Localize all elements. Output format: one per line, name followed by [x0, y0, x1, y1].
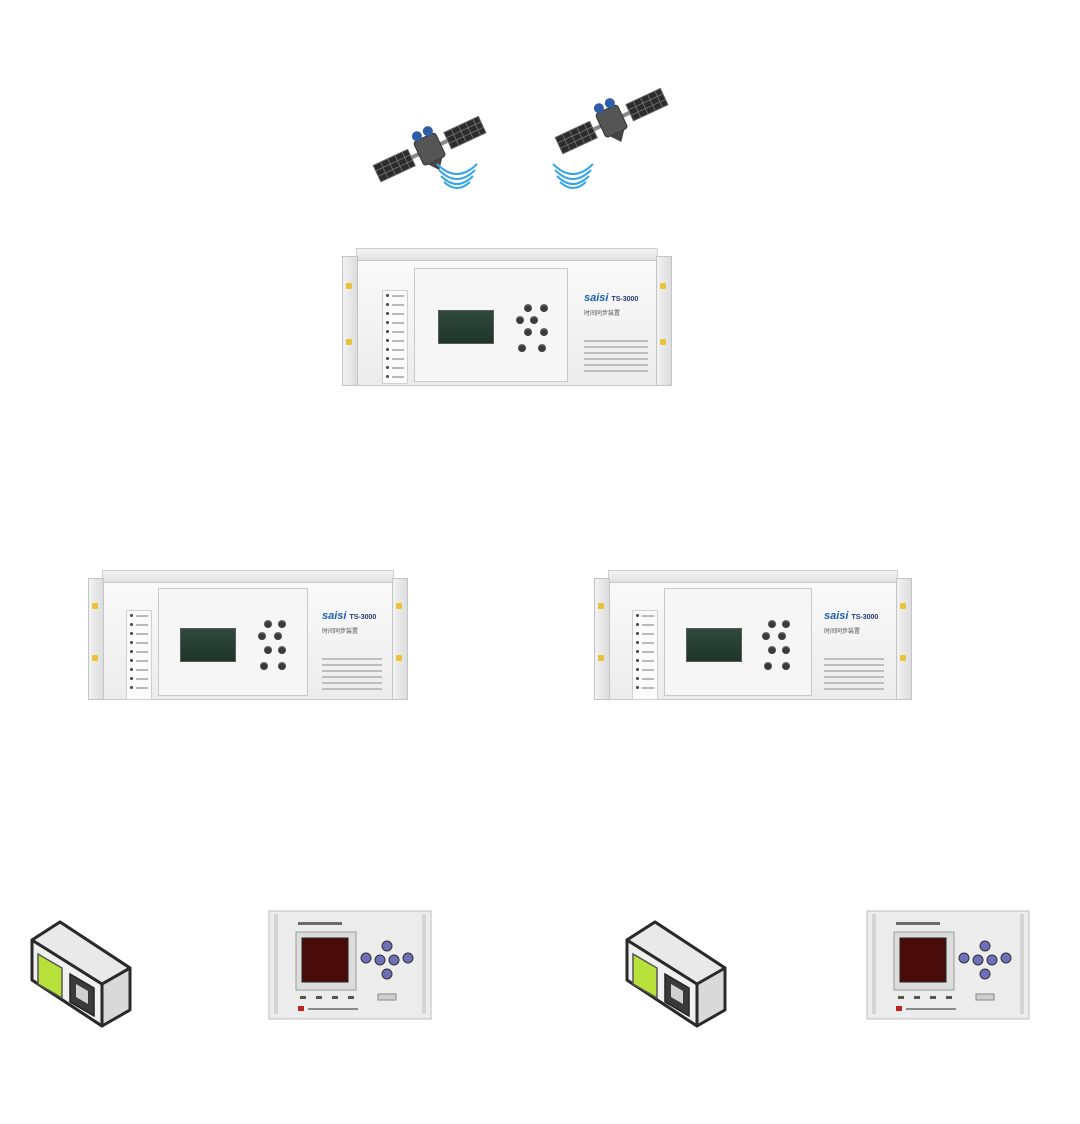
- key-button: [524, 328, 532, 336]
- relay-panel-icon: [268, 910, 432, 1020]
- rack-ear-left: [594, 578, 610, 700]
- key-button: [278, 662, 286, 670]
- rack-ear-right: [656, 256, 672, 386]
- model-name: TS-3000: [611, 296, 639, 303]
- key-button: [764, 662, 772, 670]
- brand-logo: saisi: [584, 292, 609, 304]
- satellite-right-icon: [554, 87, 669, 155]
- rack-ear-left: [342, 256, 358, 386]
- key-button: [778, 632, 786, 640]
- key-button: [260, 662, 268, 670]
- lcd-screen: [180, 628, 236, 662]
- model-name: TS-3000: [851, 614, 879, 621]
- relay-panel-icon: [866, 910, 1030, 1020]
- spec-plate: [824, 658, 884, 694]
- model-name: TS-3000: [349, 614, 377, 621]
- key-button: [762, 632, 770, 640]
- key-button: [524, 304, 532, 312]
- rack-ear-right: [896, 578, 912, 700]
- key-button: [782, 662, 790, 670]
- device-subtitle: 时间同步装置: [584, 310, 621, 317]
- key-button: [278, 646, 286, 654]
- spec-plate: [322, 658, 382, 694]
- key-button: [518, 344, 526, 352]
- key-button: [278, 620, 286, 628]
- key-button: [538, 344, 546, 352]
- status-led-column: [126, 610, 152, 700]
- lcd-screen: [686, 628, 742, 662]
- rack-ear-left: [88, 578, 104, 700]
- key-button: [516, 316, 524, 324]
- key-button: [768, 646, 776, 654]
- satellite-left-icon: [372, 115, 487, 183]
- signal-waves-left-icon: [436, 163, 478, 189]
- lcd-screen: [438, 310, 494, 344]
- rack-ear-right: [392, 578, 408, 700]
- key-button: [258, 632, 266, 640]
- key-button: [530, 316, 538, 324]
- spec-plate: [584, 340, 648, 376]
- terminal-box-icon: [625, 920, 727, 1028]
- key-button: [274, 632, 282, 640]
- device-subtitle: 时间同步装置: [322, 628, 359, 635]
- terminal-box-icon: [30, 920, 132, 1028]
- signal-waves-right-icon: [552, 163, 594, 189]
- status-led-column: [632, 610, 658, 700]
- device-subtitle: 时间同步装置: [824, 628, 861, 635]
- key-button: [540, 304, 548, 312]
- brand-logo: saisi: [322, 610, 347, 622]
- key-button: [264, 646, 272, 654]
- status-led-column: [382, 290, 408, 384]
- key-button: [264, 620, 272, 628]
- key-button: [768, 620, 776, 628]
- key-button: [540, 328, 548, 336]
- key-button: [782, 646, 790, 654]
- key-button: [782, 620, 790, 628]
- brand-logo: saisi: [824, 610, 849, 622]
